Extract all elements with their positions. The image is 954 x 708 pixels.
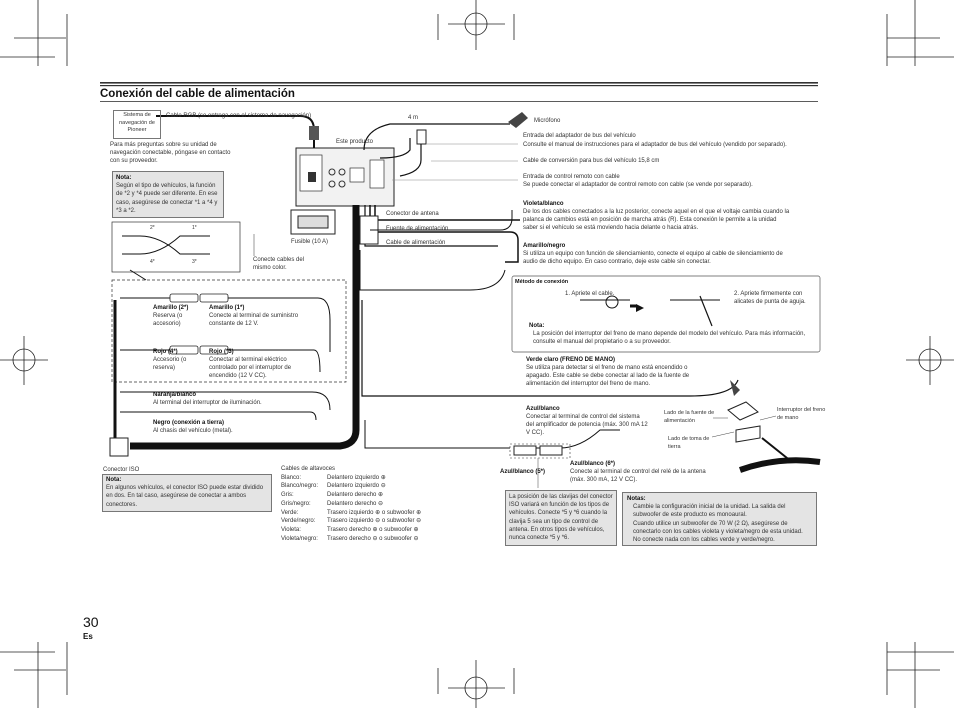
this-product-label: Este producto: [336, 139, 374, 145]
same-color-label: Conecte cables del mismo color.: [253, 257, 305, 272]
nav-info-text: Para más preguntas sobre su unidad de na…: [110, 142, 231, 165]
pin-position-note-text: La posición de las clavijas del conector…: [509, 494, 613, 542]
brake-switch-label: Interruptor del freno de mano: [777, 407, 826, 422]
black-title: Negro (conexión a tierra): [153, 420, 225, 426]
method-step-1: 1. Apriete el cable.: [565, 291, 615, 297]
plug-note-title: Nota:: [116, 175, 132, 181]
speaker-row: Verde/negro:Trasero izquierdo ⊖ o subwoo…: [281, 518, 422, 525]
speaker-row: Violeta:Trasero derecho ⊕ o subwoofer ⊕: [281, 526, 419, 533]
iso-note-box: Nota: En algunos vehículos, el conector …: [102, 474, 272, 512]
yellow1-text: Conecte al terminal de suministro consta…: [209, 313, 299, 328]
bus-adapter-text: Consulte el manual de instrucciones para…: [523, 142, 787, 148]
iso-note-text: En algunos vehículos, el conector ISO pu…: [106, 485, 264, 508]
speaker-row: Gris/negro:Delantero derecho ⊖: [281, 500, 384, 507]
yellow-black-title: Amarillo/negro: [523, 243, 566, 249]
fuse-label: Fusible (10 A): [291, 239, 329, 245]
remote-title: Entrada de control remoto con cable: [523, 174, 620, 180]
notes-title: Notas:: [627, 496, 646, 502]
method-title: Método de conexión: [515, 279, 569, 285]
plug-note-text: Según el tipo de vehículos, la función d…: [116, 183, 218, 214]
bus-cable-label: Cable de conversión para bus del vehícul…: [523, 158, 660, 164]
power-cable-label: Cable de alimentación: [386, 240, 446, 246]
light-green-text: Se utiliza para detectar si el freno de …: [526, 365, 690, 388]
light-green-title: Verde claro (FRENO DE MANO): [526, 357, 616, 363]
notes-text-1: Cambie la configuración inicial de la un…: [633, 504, 786, 519]
speaker-row: Blanco:Delantero izquierdo ⊕: [281, 474, 386, 481]
violet-white-title: Violeta/blanco: [523, 201, 564, 207]
plug-label-1: 1*: [192, 225, 197, 231]
method-note-text: La posición del interruptor del freno de…: [533, 331, 806, 346]
nav-system-label: Sistema de navegación de Pioneer: [119, 112, 155, 133]
blue-white-6-text: Conecte al terminal de control del relé …: [570, 469, 706, 484]
power-source-label: Fuente de alimentación: [386, 226, 449, 232]
yellow-black-text: Si utiliza un equipo con función de sile…: [523, 251, 783, 266]
violet-white-text: De los dos cables conectados a la luz po…: [523, 209, 790, 232]
nav-system-box: Sistema de navegación de Pioneer: [113, 110, 161, 139]
plug-label-2: 2*: [150, 225, 155, 231]
rgb-cable-label: Cable RGB (se entrega con el sistema de …: [166, 113, 312, 119]
remote-text: Se puede conectar el adaptador de contro…: [523, 182, 753, 188]
speaker-cables-title: Cables de altavoces: [281, 466, 336, 472]
head-unit-drawing: [295, 147, 395, 207]
four-m-label: 4 m: [408, 115, 419, 121]
pin-position-note-box: La posición de las clavijas del conector…: [505, 490, 617, 546]
yellow2-text: Reserva (o accesorio): [153, 313, 183, 328]
red3-text: Conectar al terminal eléctrico controlad…: [209, 357, 292, 380]
power-side-label: Lado de la fuente de alimentación: [664, 410, 715, 425]
language-label: Es: [83, 632, 93, 641]
iso-connector-label: Conector ISO: [103, 467, 140, 473]
method-note-title: Nota:: [529, 323, 545, 329]
yellow2-title: Amarillo (2*): [153, 305, 189, 311]
antenna-label: Conector de antena: [386, 211, 439, 217]
red4-text: Accesorio (o reserva): [153, 357, 187, 372]
yellow1-title: Amarillo (1*): [209, 305, 245, 311]
microphone-label: Micrófono: [534, 118, 561, 124]
speaker-cables-list: Cables de altavoces Blanco:Delantero izq…: [281, 465, 421, 543]
black-text: Al chasis del vehículo (metal).: [153, 428, 233, 434]
plug-label-3: 3*: [192, 259, 197, 265]
ground-side-label: Lado de toma de tierra: [668, 436, 710, 451]
bus-adapter-title: Entrada del adaptador de bus del vehícul…: [523, 133, 636, 139]
speaker-row: Violeta/negro:Trasero derecho ⊖ o subwoo…: [281, 535, 419, 542]
iso-note-title: Nota:: [106, 477, 122, 483]
method-step-2: 2. Apriete firmemente con alicates de pu…: [734, 291, 806, 306]
blue-white-5-label: Azul/blanco (5*): [500, 469, 546, 475]
speaker-row: Blanco/negro:Delantero izquierdo ⊖: [281, 483, 386, 490]
red4-title: Rojo (4*): [153, 349, 178, 355]
orange-text: Al terminal del interruptor de iluminaci…: [153, 400, 262, 406]
page-title: Conexión del cable de alimentación: [100, 88, 295, 100]
page-number: 30: [83, 614, 99, 630]
speaker-row: Verde:Trasero izquierdo ⊕ o subwoofer ⊕: [281, 509, 422, 516]
red3-title: Rojo (*3): [209, 349, 234, 355]
plug-label-4: 4*: [150, 259, 155, 265]
notes-text-2: Cuando utilice un subwoofer de 70 W (2 Ω…: [633, 520, 803, 544]
blue-white-text: Conectar al terminal de control del sist…: [526, 414, 648, 437]
plug-note-box: Nota: Según el tipo de vehículos, la fun…: [112, 171, 224, 218]
iso-plugs: [169, 293, 229, 355]
orange-title: Naranja/blanco: [153, 392, 197, 398]
blue-white-6-title: Azul/blanco (6*): [570, 461, 616, 467]
blue-white-title: Azul/blanco: [526, 406, 560, 412]
speaker-row: Gris:Delantero derecho ⊕: [281, 492, 384, 499]
notes-box: Notas: Cambie la configuración inicial d…: [622, 492, 817, 546]
